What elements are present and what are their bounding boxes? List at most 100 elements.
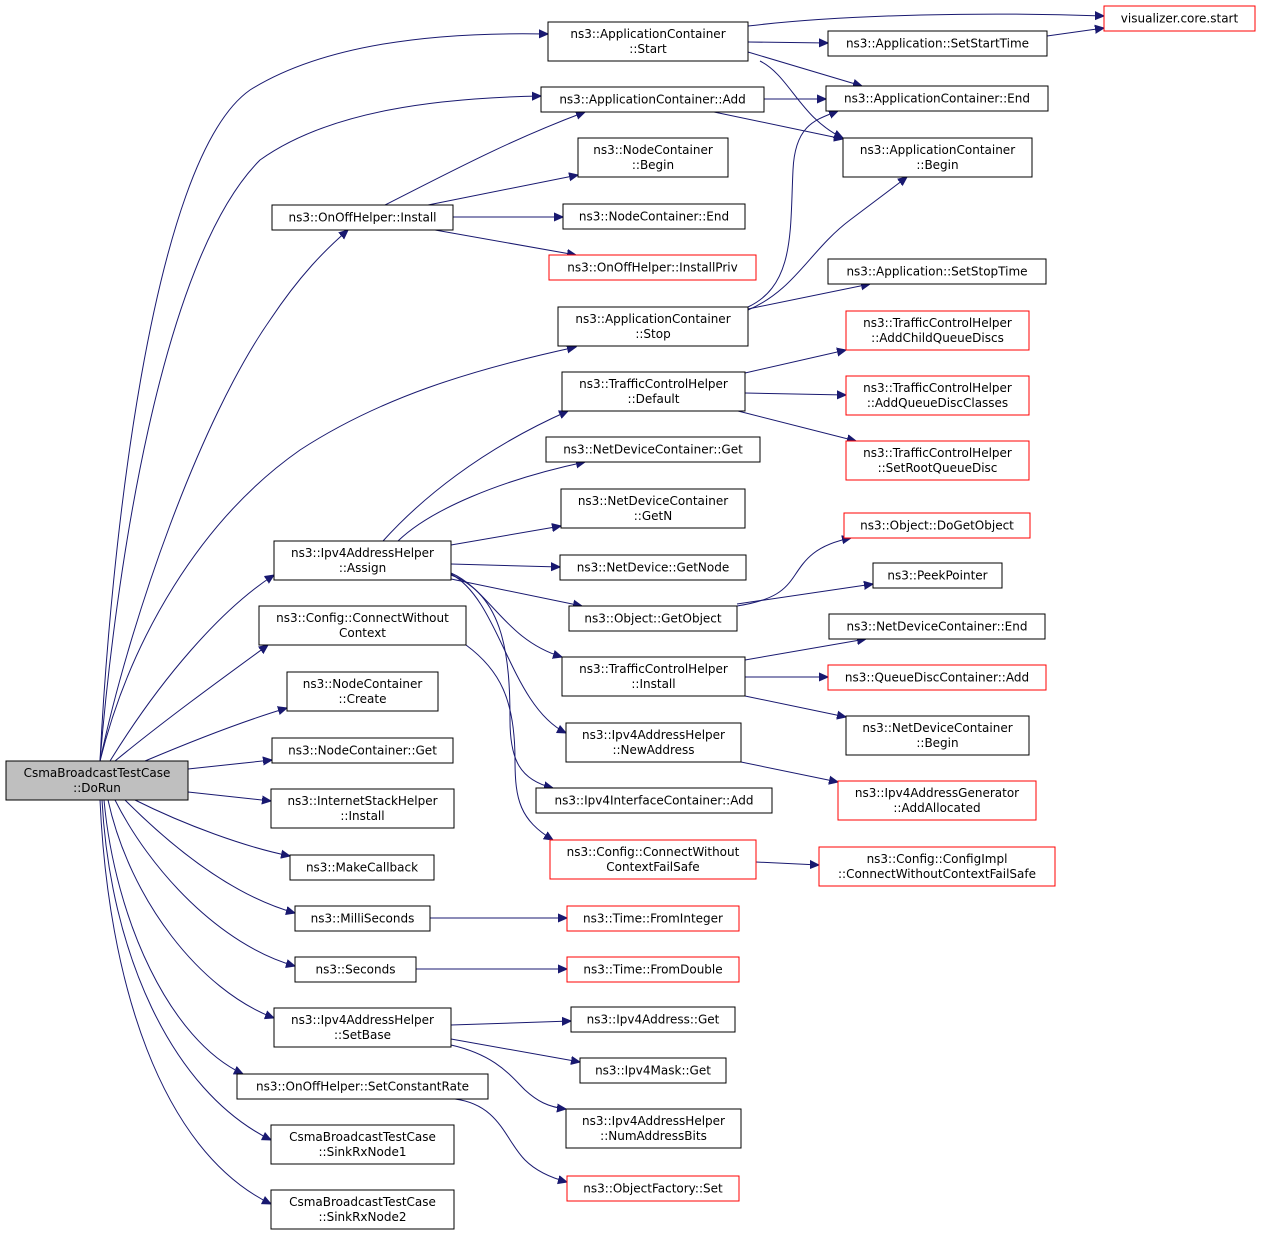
node-app_start[interactable]: ns3::ApplicationContainer::Start [547, 21, 749, 62]
edge-line [103, 799, 243, 1074]
node-tch_default[interactable]: ns3::TrafficControlHelper::Default [561, 371, 746, 412]
node-seconds[interactable]: ns3::Seconds [294, 956, 417, 983]
edge-app_stop-to-app_begin [747, 177, 907, 311]
node-label: ns3::ApplicationContainer [860, 143, 1015, 157]
node-ipv4h_numbits[interactable]: ns3::Ipv4AddressHelper::NumAddressBits [565, 1108, 742, 1149]
node-time_fromdouble[interactable]: ns3::Time::FromDouble [566, 956, 740, 983]
node-onoff_setrate[interactable]: ns3::OnOffHelper::SetConstantRate [236, 1073, 489, 1100]
node-milliseconds[interactable]: ns3::MilliSeconds [294, 905, 431, 932]
node-nc_get[interactable]: ns3::NodeContainer::Get [271, 737, 454, 764]
node-root[interactable]: CsmaBroadcastTestCase::DoRun [5, 760, 189, 801]
edge-line [382, 411, 568, 542]
node-box [548, 254, 757, 281]
node-objfactory_set[interactable]: ns3::ObjectFactory::Set [566, 1175, 740, 1202]
node-tch_setroot[interactable]: ns3::TrafficControlHelper::SetRootQueueD… [845, 440, 1030, 481]
node-nc_create[interactable]: ns3::NodeContainer::Create [286, 671, 439, 712]
node-label: ::NumAddressBits [600, 1129, 707, 1143]
edge-line [187, 791, 271, 801]
node-app_add[interactable]: ns3::ApplicationContainer::Add [540, 86, 765, 113]
node-ipv4ic_add[interactable]: ns3::Ipv4InterfaceContainer::Add [535, 787, 773, 814]
node-label: ContextFailSafe [606, 860, 699, 874]
edge-root-to-sinkrx1 [101, 799, 271, 1140]
node-ipv4h_assign[interactable]: ns3::Ipv4AddressHelper::Assign [273, 540, 452, 581]
node-obj_getobject[interactable]: ns3::Object::GetObject [568, 605, 738, 632]
node-onoff_install[interactable]: ns3::OnOffHelper::Install [271, 204, 454, 231]
node-app_setstop[interactable]: ns3::Application::SetStopTime [827, 258, 1047, 285]
node-label: ns3::MakeCallback [306, 861, 418, 875]
node-ndc_get[interactable]: ns3::NetDeviceContainer::Get [545, 436, 761, 463]
node-cfg_connectfailsafe[interactable]: ns3::Config::ConnectWithoutContextFailSa… [549, 839, 757, 880]
node-cfgimpl_failsafe[interactable]: ns3::Config::ConfigImpl::ConnectWithoutC… [818, 846, 1056, 887]
edge-line [737, 410, 856, 441]
node-label: ns3::NetDeviceContainer [862, 721, 1012, 735]
edge-tch_default-to-tch_addchild [744, 350, 846, 374]
node-ndc_getn[interactable]: ns3::NetDeviceContainer::GetN [560, 488, 746, 529]
edge-line [99, 799, 271, 1204]
node-box [545, 436, 761, 463]
node-ipv4h_setbase[interactable]: ns3::Ipv4AddressHelper::SetBase [273, 1007, 452, 1048]
node-ndc_end[interactable]: ns3::NetDeviceContainer::End [828, 613, 1046, 640]
node-ndc_begin[interactable]: ns3::NetDeviceContainer::Begin [845, 715, 1030, 756]
node-qdc_add[interactable]: ns3::QueueDiscContainer::Add [827, 664, 1047, 691]
node-ipv4h_newaddress[interactable]: ns3::Ipv4AddressHelper::NewAddress [565, 722, 742, 763]
node-nd_getnode[interactable]: ns3::NetDevice::GetNode [559, 554, 747, 581]
node-label: ::SinkRxNode2 [319, 1210, 407, 1224]
node-label: ns3::ApplicationContainer::End [844, 92, 1030, 106]
node-ipv4addr_get[interactable]: ns3::Ipv4Address::Get [570, 1006, 736, 1033]
node-box [570, 1006, 736, 1033]
node-label: ::Stop [635, 327, 670, 341]
edge-ipv4h_setbase-to-ipv4mask_get [450, 1038, 580, 1062]
edge-root-to-ish_install [187, 791, 271, 801]
node-time_frominteger[interactable]: ns3::Time::FromInteger [566, 905, 740, 932]
node-tch_install[interactable]: ns3::TrafficControlHelper::Install [561, 656, 746, 697]
node-onoff_installpriv[interactable]: ns3::OnOffHelper::InstallPriv [548, 254, 757, 281]
edge-ipv4h_setbase-to-ipv4addr_get [450, 1021, 571, 1025]
node-sinkrx1[interactable]: CsmaBroadcastTestCase::SinkRxNode1 [270, 1124, 455, 1165]
edge-root-to-ipv4h_setbase [107, 799, 274, 1018]
node-layer: CsmaBroadcastTestCase::DoRun ns3::Applica… [5, 5, 1256, 1230]
edge-app_stop-to-app_setstop [747, 284, 870, 310]
edge-ipv4h_assign-to-ipv4ic_add [450, 574, 553, 788]
node-cfg_connectwithout[interactable]: ns3::Config::ConnectWithoutContext [258, 605, 467, 646]
edge-cfg_connectwithout-to-cfg_connectfailsafe [465, 644, 553, 840]
edge-root-to-makecallback [134, 799, 290, 856]
node-nc_begin[interactable]: ns3::NodeContainer::Begin [577, 137, 729, 178]
node-app_setstart[interactable]: ns3::Application::SetStartTime [827, 30, 1048, 57]
node-box [258, 605, 467, 646]
node-label: ns3::Seconds [316, 963, 396, 977]
node-tch_addclasses[interactable]: ns3::TrafficControlHelper::AddQueueDiscC… [845, 375, 1030, 416]
node-box [535, 787, 773, 814]
edge-root-to-onoff_install [99, 230, 348, 762]
edge-line [144, 708, 287, 762]
edge-line [450, 573, 566, 733]
node-ipv4mask_get[interactable]: ns3::Ipv4Mask::Get [579, 1057, 727, 1084]
node-app_end[interactable]: ns3::ApplicationContainer::End [825, 85, 1049, 112]
node-peekpointer[interactable]: ns3::PeekPointer [872, 562, 1003, 589]
edge-line [99, 34, 548, 762]
node-label: ::SetBase [334, 1028, 391, 1042]
node-label: ns3::OnOffHelper::Install [288, 211, 436, 225]
node-app_begin[interactable]: ns3::ApplicationContainer::Begin [842, 137, 1033, 178]
node-nc_end[interactable]: ns3::NodeContainer::End [562, 203, 746, 230]
edge-root-to-app_add [99, 96, 541, 762]
edge-obj_getobject-to-peekpointer [736, 584, 873, 605]
edge-line [744, 350, 846, 374]
node-label: ns3::Time::FromInteger [583, 912, 723, 926]
edge-line [99, 96, 541, 762]
edge-line [747, 111, 838, 308]
edge-line [109, 575, 274, 762]
node-box [827, 664, 1047, 691]
node-box [827, 30, 1048, 57]
node-sinkrx2[interactable]: CsmaBroadcastTestCase::SinkRxNode2 [270, 1189, 455, 1230]
node-label: ::SinkRxNode1 [319, 1145, 407, 1159]
node-makecallback[interactable]: ns3::MakeCallback [289, 854, 435, 881]
node-viz_start[interactable]: visualizer.core.start [1103, 5, 1256, 32]
node-obj_dogetobject[interactable]: ns3::Object::DoGetObject [843, 512, 1031, 539]
node-app_stop[interactable]: ns3::ApplicationContainer::Stop [557, 306, 749, 347]
node-ipv4gen_addalloc[interactable]: ns3::Ipv4AddressGenerator::AddAllocated [837, 780, 1037, 821]
node-ish_install[interactable]: ns3::InternetStackHelper::Install [270, 788, 455, 829]
node-box [271, 737, 454, 764]
node-label: ns3::TrafficControlHelper [863, 316, 1012, 330]
edge-line [434, 229, 576, 255]
node-tch_addchild[interactable]: ns3::TrafficControlHelper::AddChildQueue… [845, 310, 1030, 351]
